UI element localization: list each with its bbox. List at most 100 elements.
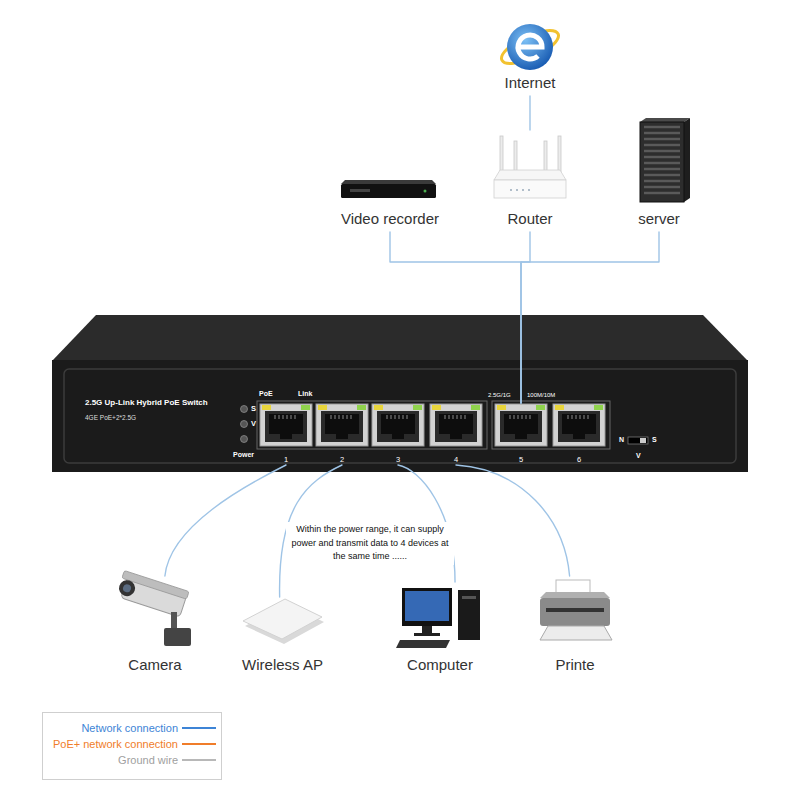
port-node: 4 — [430, 403, 482, 465]
device-label: Wireless AP — [242, 656, 323, 674]
router-antenna — [514, 141, 517, 172]
router-leds — [510, 189, 530, 191]
legend-line — [182, 743, 216, 745]
recorder-slot — [350, 189, 370, 192]
switch-panel-frame — [64, 369, 736, 463]
legend-line-sample — [182, 725, 216, 731]
switch-title: 2.5G Up-Link Hybrid PoE Switch — [85, 398, 208, 408]
rj45-port — [495, 404, 547, 446]
device-label: Video recorder — [341, 210, 439, 228]
label-holder: Power — [233, 450, 254, 459]
port-node: 5 — [495, 403, 547, 465]
monitor-stand — [422, 626, 432, 634]
status-led — [241, 436, 248, 443]
legend-row: PoE+ network connection — [43, 736, 221, 752]
printer-slot — [546, 608, 604, 612]
ap-body — [243, 599, 322, 639]
port-node: 1 — [260, 403, 312, 465]
label-holder: V — [636, 451, 641, 460]
led-caption: V — [251, 419, 256, 429]
speed-caption: 2.5G/1G — [488, 391, 511, 399]
speed-caption: 100M/10M — [527, 391, 555, 399]
status-led — [241, 406, 248, 413]
slide-switch-knob — [640, 438, 646, 443]
recorder-led — [424, 190, 427, 193]
router-antenna — [558, 136, 561, 172]
legend-text: Network connection — [81, 721, 178, 735]
computer-node: Computer — [395, 582, 485, 678]
connection-line — [165, 465, 286, 576]
port-group-frame — [257, 401, 487, 449]
port-number: 2 — [340, 455, 344, 464]
rj45-port — [430, 404, 482, 446]
pc-tower — [458, 590, 480, 640]
label-holder: N — [619, 435, 624, 444]
legend-line-sample — [182, 757, 216, 763]
led-caption: S — [251, 404, 256, 414]
switch-caption: V — [636, 451, 641, 460]
device-label: Internet — [505, 74, 556, 92]
port-node: 6 — [553, 403, 605, 465]
label-holder: V — [251, 419, 256, 429]
led-caption: PoE — [259, 389, 273, 398]
label-holder: S — [251, 404, 256, 414]
legend-row: Ground wire — [43, 752, 221, 768]
legend-line — [182, 727, 216, 729]
monitor — [402, 588, 452, 626]
switch-subtitle: 4GE PoE+2*2.5G — [85, 413, 136, 422]
pc-drive — [462, 596, 476, 599]
camera-node: Camera — [110, 576, 200, 678]
rj45-port — [260, 404, 312, 446]
recorder-body — [341, 184, 436, 198]
port-node: 3 — [372, 403, 424, 465]
legend-box: Network connectionPoE+ network connectio… — [42, 712, 222, 780]
camera-icon — [116, 571, 189, 618]
connection-line — [529, 96, 530, 130]
label-holder: 2.5G/1G — [488, 391, 511, 399]
recorder-top — [341, 180, 436, 184]
monitor-screen — [405, 591, 449, 621]
label-holder: 100M/10M — [527, 391, 555, 399]
port-number: 3 — [396, 455, 400, 464]
status-led — [241, 421, 248, 428]
internet-orbit — [497, 24, 562, 70]
legend-line — [182, 759, 216, 761]
label-holder: Within the power range, it can supply po… — [286, 522, 454, 565]
printer-tray — [540, 626, 612, 640]
router-node: Router — [480, 130, 580, 232]
ap-node: Wireless AP — [235, 597, 330, 678]
connection-line — [521, 232, 659, 403]
connection-line — [456, 465, 570, 576]
led-caption: Power — [233, 450, 254, 459]
port-group-frame — [492, 401, 610, 449]
server-node: server — [615, 112, 703, 232]
rj45-port — [372, 404, 424, 446]
device-label: Camera — [128, 656, 181, 674]
monitor-base — [414, 633, 440, 636]
switch-top-face — [52, 315, 748, 361]
rj45-port — [553, 404, 605, 446]
printer-node: Printe — [530, 576, 620, 678]
switch-caption: N — [619, 435, 624, 444]
printer-body — [540, 598, 610, 626]
port-number: 5 — [519, 455, 523, 464]
router-antenna — [500, 136, 503, 172]
rj45-port — [316, 404, 368, 446]
printer-top — [540, 592, 610, 598]
connection-line — [390, 232, 521, 403]
legend-line-sample — [182, 741, 216, 747]
legend-row: Network connection — [43, 720, 221, 736]
connection-line — [521, 232, 530, 403]
router-antenna — [544, 141, 547, 172]
internet-globe — [507, 24, 553, 70]
recorder-node: Video recorder — [330, 170, 450, 232]
switch-caption: S — [652, 435, 657, 444]
device-label: server — [638, 210, 680, 228]
router-top — [494, 170, 566, 180]
device-label: Computer — [407, 656, 473, 674]
server-top — [640, 118, 690, 122]
device-label: Printe — [555, 656, 594, 674]
port-number: 6 — [577, 455, 581, 464]
legend-text: PoE+ network connection — [53, 737, 178, 751]
